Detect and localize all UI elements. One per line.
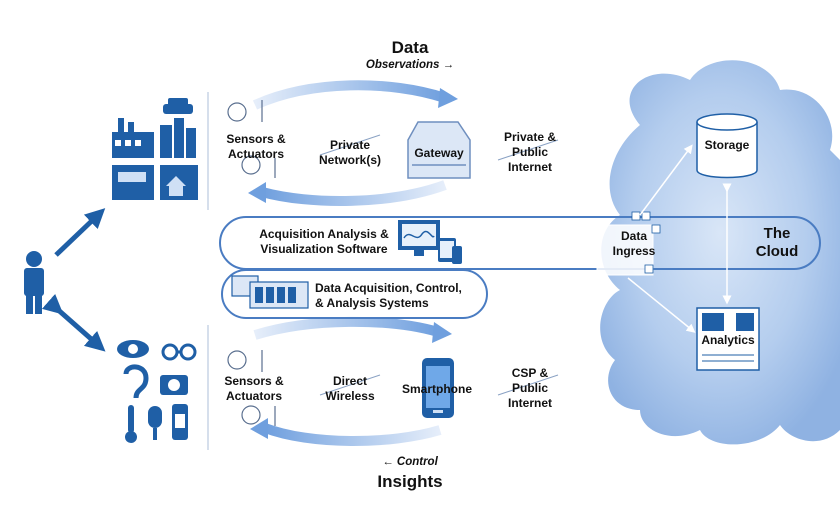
gateway-label: Gateway	[414, 146, 464, 160]
data-arc-upper-head	[438, 88, 458, 108]
analytics-icon	[696, 307, 760, 371]
lower-sensors-label: Sensors & Actuators	[224, 374, 284, 403]
control-subtitle: ← Control	[382, 456, 438, 468]
smartphone-icon	[422, 358, 454, 418]
person-icon	[24, 251, 44, 314]
observations-subtitle: Observations →	[365, 59, 455, 71]
ingress-to-storage-arrow	[639, 144, 693, 216]
return-arc-upper-head	[248, 182, 266, 203]
lower-sensor-icon	[227, 350, 276, 426]
upper-internet-label: Private & Public Internet	[503, 130, 557, 174]
thermometer-icon	[125, 405, 137, 443]
lower-network-label: Direct Wireless	[325, 374, 375, 403]
lower-network-mark	[319, 374, 381, 396]
data-ingress-label: Data Ingress	[612, 229, 656, 258]
camera-icon	[160, 375, 188, 395]
ingress-to-analytics-arrow	[627, 277, 696, 333]
return-arc-lower	[263, 423, 442, 446]
data-title: Data	[391, 38, 429, 57]
storage-label: Storage	[704, 138, 750, 152]
storage-icon	[696, 113, 758, 179]
upper-network-label: Private Network(s)	[318, 138, 381, 167]
return-arc-upper	[260, 180, 447, 206]
cloud-shape	[600, 60, 840, 445]
person-arrow-down	[41, 293, 106, 352]
smartphone-label: Smartphone	[401, 382, 472, 396]
software-band-label: Acquisition Analysis & Visualization Sof…	[259, 227, 389, 256]
upper-internet-mark	[497, 139, 559, 161]
eye-icon	[117, 340, 149, 358]
data-arc-lower	[253, 316, 440, 340]
upper-sensors-label: Sensors & Actuators	[226, 132, 286, 161]
software-band	[219, 216, 821, 270]
upper-network-mark	[319, 134, 381, 156]
phone-icon	[452, 246, 462, 264]
data-arc-upper	[252, 80, 447, 110]
tablet-icon	[438, 238, 456, 262]
lower-internet-label: CSP & Public Internet	[507, 366, 552, 410]
data-arc-lower-head	[432, 322, 452, 343]
analytics-label: Analytics	[701, 333, 755, 347]
daq-hardware-icon	[231, 275, 309, 309]
monitor-icon	[398, 220, 440, 256]
gateway-icon	[407, 121, 471, 179]
city-icon	[160, 118, 196, 158]
ear-icon	[123, 364, 149, 399]
lower-internet-mark	[497, 374, 559, 396]
train-icon	[112, 165, 154, 200]
upper-sensor-icon	[227, 100, 276, 178]
cloud-title: The Cloud	[755, 225, 799, 260]
watch-icon	[172, 404, 188, 440]
insights-title: Insights	[377, 472, 443, 491]
glasses-icon	[161, 343, 197, 361]
systems-band-label: Data Acquisition, Control, & Analysis Sy…	[315, 281, 462, 310]
houses-icon	[160, 165, 198, 200]
microphone-icon	[148, 406, 162, 440]
person-arrow-up	[54, 208, 106, 257]
factory-icon	[112, 118, 154, 158]
return-arc-lower-head	[250, 418, 268, 439]
ingress-box	[596, 211, 661, 276]
car-icon	[163, 98, 193, 114]
